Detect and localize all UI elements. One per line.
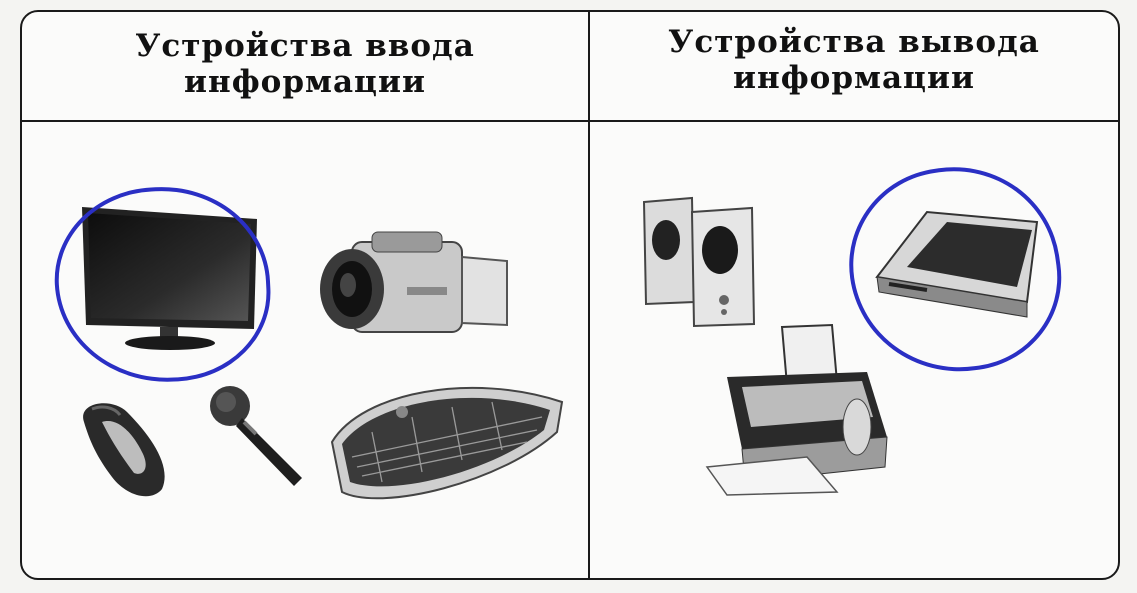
keyboard-icon	[330, 386, 564, 500]
scanner-icon	[875, 210, 1039, 318]
printer-icon	[705, 323, 888, 496]
output-devices-header: Устройства вывода информации	[668, 24, 1040, 96]
device-classification-table: Устройства ввода информации Устройства в…	[20, 10, 1120, 580]
input-devices-header: Устройства ввода информации	[135, 28, 475, 100]
mouse-icon	[83, 403, 165, 497]
microphone-icon	[210, 386, 302, 486]
camcorder-icon	[320, 231, 508, 333]
monitor-icon	[82, 207, 257, 350]
header-divider	[22, 120, 1118, 122]
speakers-icon	[642, 196, 756, 328]
column-divider	[588, 12, 590, 578]
